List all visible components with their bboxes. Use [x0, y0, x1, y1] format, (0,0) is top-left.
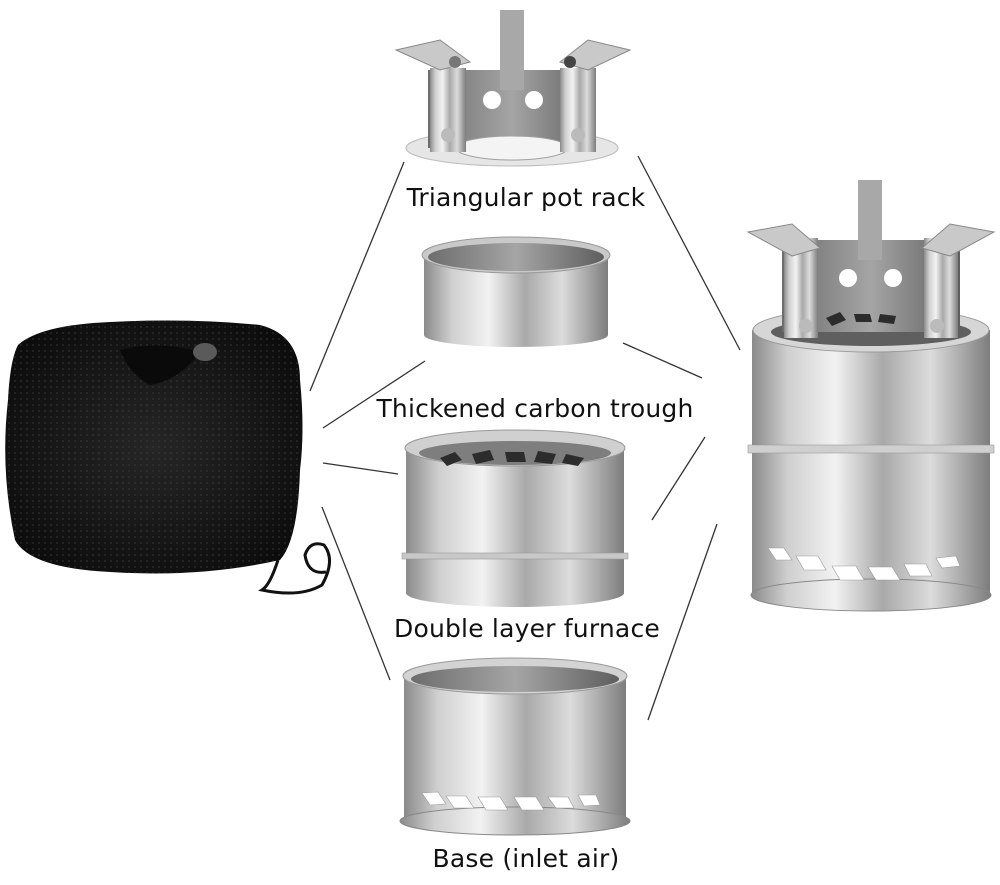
- mesh-storage-bag: [5, 320, 331, 595]
- furnace-image: [401, 429, 629, 607]
- pot-rack-image: [394, 10, 632, 167]
- label-base-inlet-air: Base (inlet air): [432, 844, 620, 873]
- connector-lines: [309, 155, 741, 721]
- label-triangular-pot-rack: Triangular pot rack: [406, 183, 646, 212]
- carbon-trough-image: [421, 236, 611, 347]
- label-double-layer-furnace: Double layer furnace: [394, 614, 660, 643]
- label-thickened-carbon-trough: Thickened carbon trough: [376, 394, 694, 423]
- assembled-stove-image: [746, 180, 996, 612]
- base-image: [399, 657, 631, 836]
